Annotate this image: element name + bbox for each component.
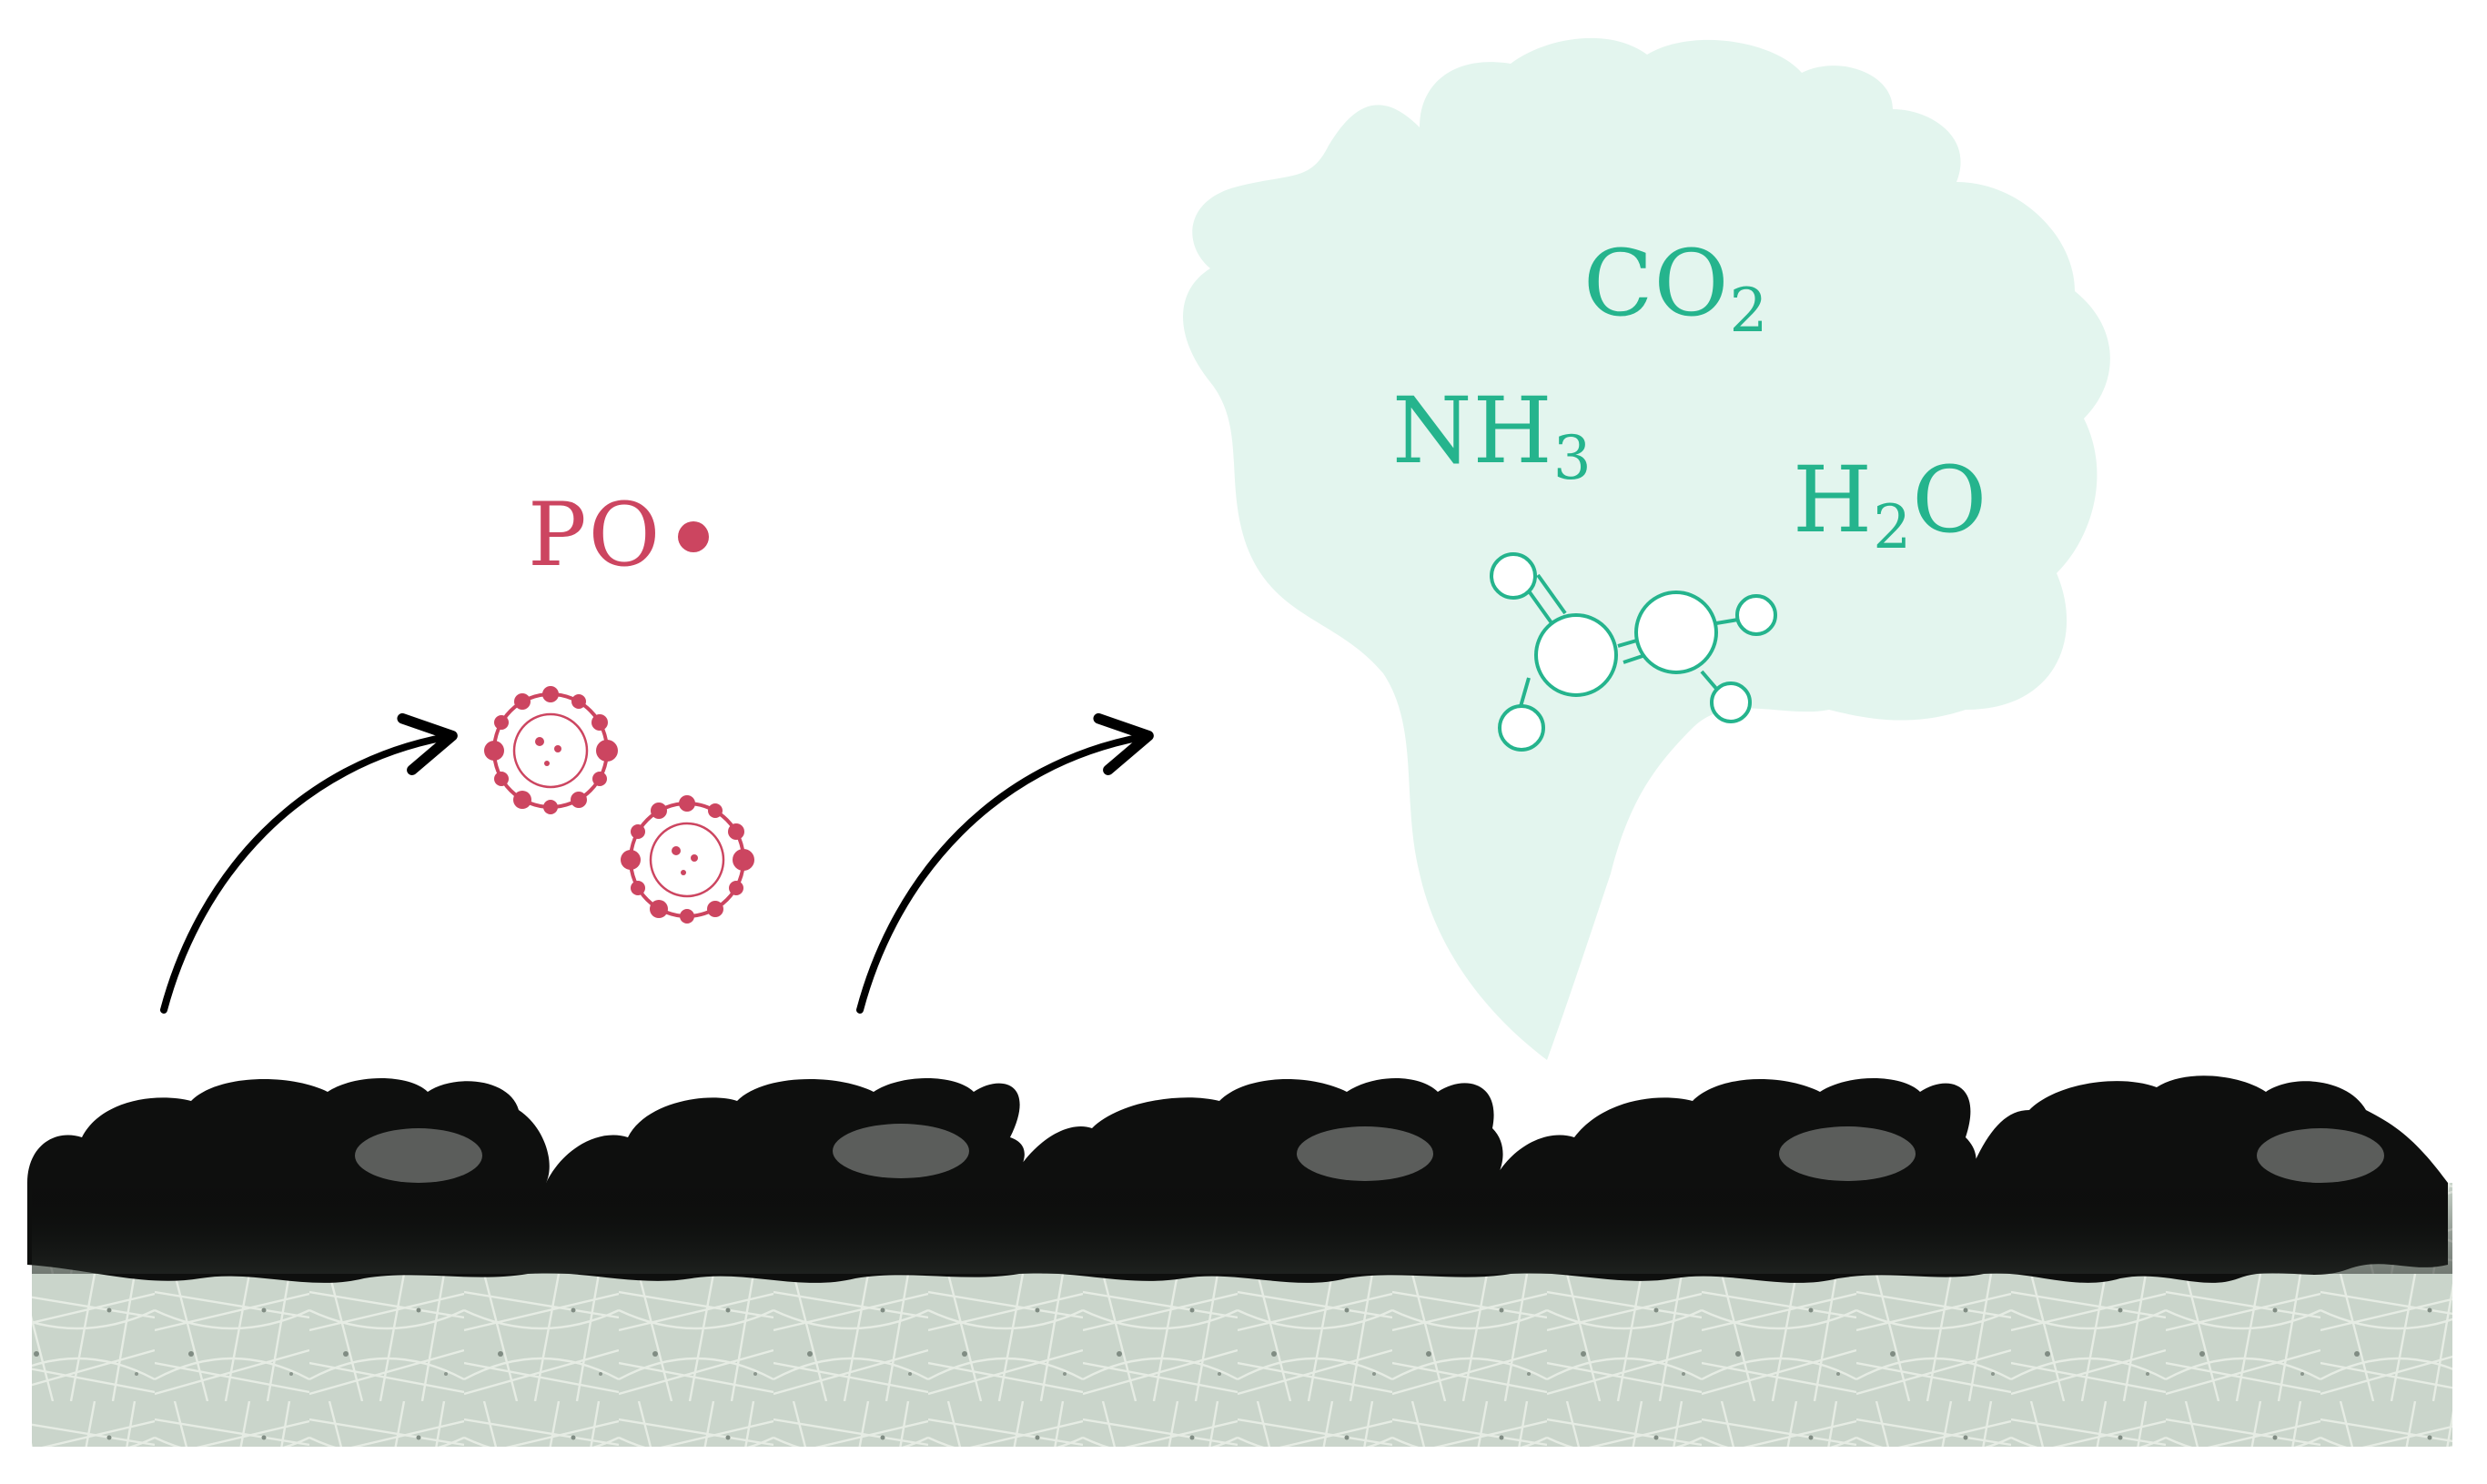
- co2-base: CO: [1583, 230, 1730, 337]
- radical-particle-icon: [484, 686, 618, 814]
- gas-label-nh3: NH3: [1392, 386, 1592, 489]
- h2o-post: O: [1912, 447, 1988, 553]
- gas-cloud: [1183, 37, 2110, 1061]
- radical-particle-icon: [621, 795, 754, 924]
- radical-dot-icon: [678, 521, 710, 552]
- h2o-pre: H: [1793, 447, 1874, 553]
- char-layer: [27, 1075, 2452, 1283]
- gas-label-co2: CO2: [1583, 238, 1769, 341]
- molecule-icon: [1490, 552, 1777, 752]
- po-radical-text: PO: [528, 484, 662, 586]
- nh3-subscript: 3: [1552, 423, 1592, 493]
- curved-arrow-icon: [856, 712, 1154, 1014]
- co2-subscript: 2: [1729, 276, 1769, 346]
- curved-arrow-icon: [160, 712, 458, 1014]
- nh3-base: NH: [1392, 378, 1553, 484]
- h2o-subscript: 2: [1873, 492, 1913, 562]
- gas-label-h2o: H2O: [1793, 455, 1987, 558]
- po-radical-label: PO: [528, 491, 710, 579]
